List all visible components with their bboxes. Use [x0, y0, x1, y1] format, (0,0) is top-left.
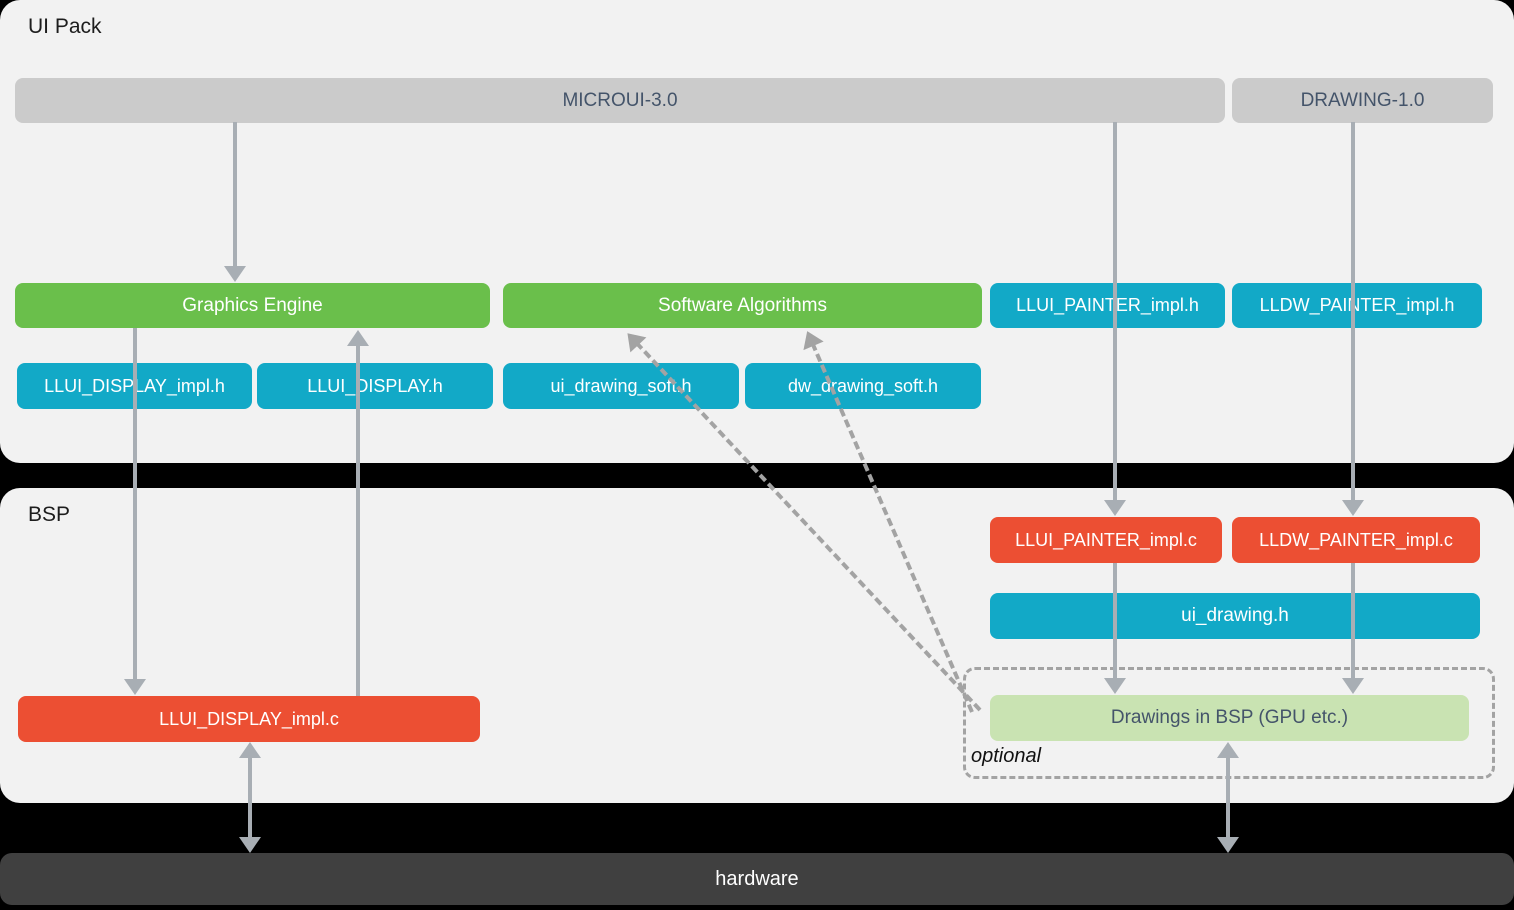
ui-pack-title: UI Pack: [28, 15, 102, 38]
arrow-microui-to-llui-painter-impl-c: [1104, 122, 1126, 516]
optional-label: optional: [971, 745, 1042, 767]
bsp-title: BSP: [28, 503, 71, 526]
bar-hardware: hardware: [0, 853, 1514, 905]
box-ui-drawing-h: ui_drawing.h: [990, 593, 1480, 639]
arrow-llui-display-impl-c-to-hardware: [239, 742, 261, 853]
box-llui-display-h: LLUI_DISPLAY.h: [257, 363, 493, 409]
arrow-drawing-to-lldw-painter-impl-c: [1342, 122, 1364, 516]
arrow-graphics-engine-to-llui-display-impl-c: [124, 328, 146, 695]
box-llui-painter-impl-c: LLUI_PAINTER_impl.c: [990, 517, 1222, 563]
bar-drawing: DRAWING-1.0: [1232, 78, 1493, 123]
box-drawings-in-bsp: Drawings in BSP (GPU etc.): [990, 695, 1469, 741]
box-graphics-engine: Graphics Engine: [15, 283, 490, 328]
arrow-microui-to-graphics-engine: [224, 122, 246, 282]
box-lldw-painter-impl-h: LLDW_PAINTER_impl.h: [1232, 283, 1482, 328]
box-llui-painter-impl-h: LLUI_PAINTER_impl.h: [990, 283, 1225, 328]
arrow-drawings-bsp-to-hardware: [1217, 742, 1239, 853]
arrow-lldw-painter-impl-c-to-drawings-bsp: [1342, 563, 1364, 694]
arrow-llui-painter-impl-c-to-drawings-bsp: [1104, 563, 1126, 694]
box-llui-display-impl-c: LLUI_DISPLAY_impl.c: [18, 696, 480, 742]
box-lldw-painter-impl-c: LLDW_PAINTER_impl.c: [1232, 517, 1480, 563]
arrow-llui-display-impl-c-to-graphics-engine: [347, 330, 369, 696]
box-software-algorithms: Software Algorithms: [503, 283, 982, 328]
bar-microui: MICROUI-3.0: [15, 78, 1225, 123]
box-ui-drawing-soft-h: ui_drawing_soft.h: [503, 363, 739, 409]
box-dw-drawing-soft-h: dw_drawing_soft.h: [745, 363, 981, 409]
